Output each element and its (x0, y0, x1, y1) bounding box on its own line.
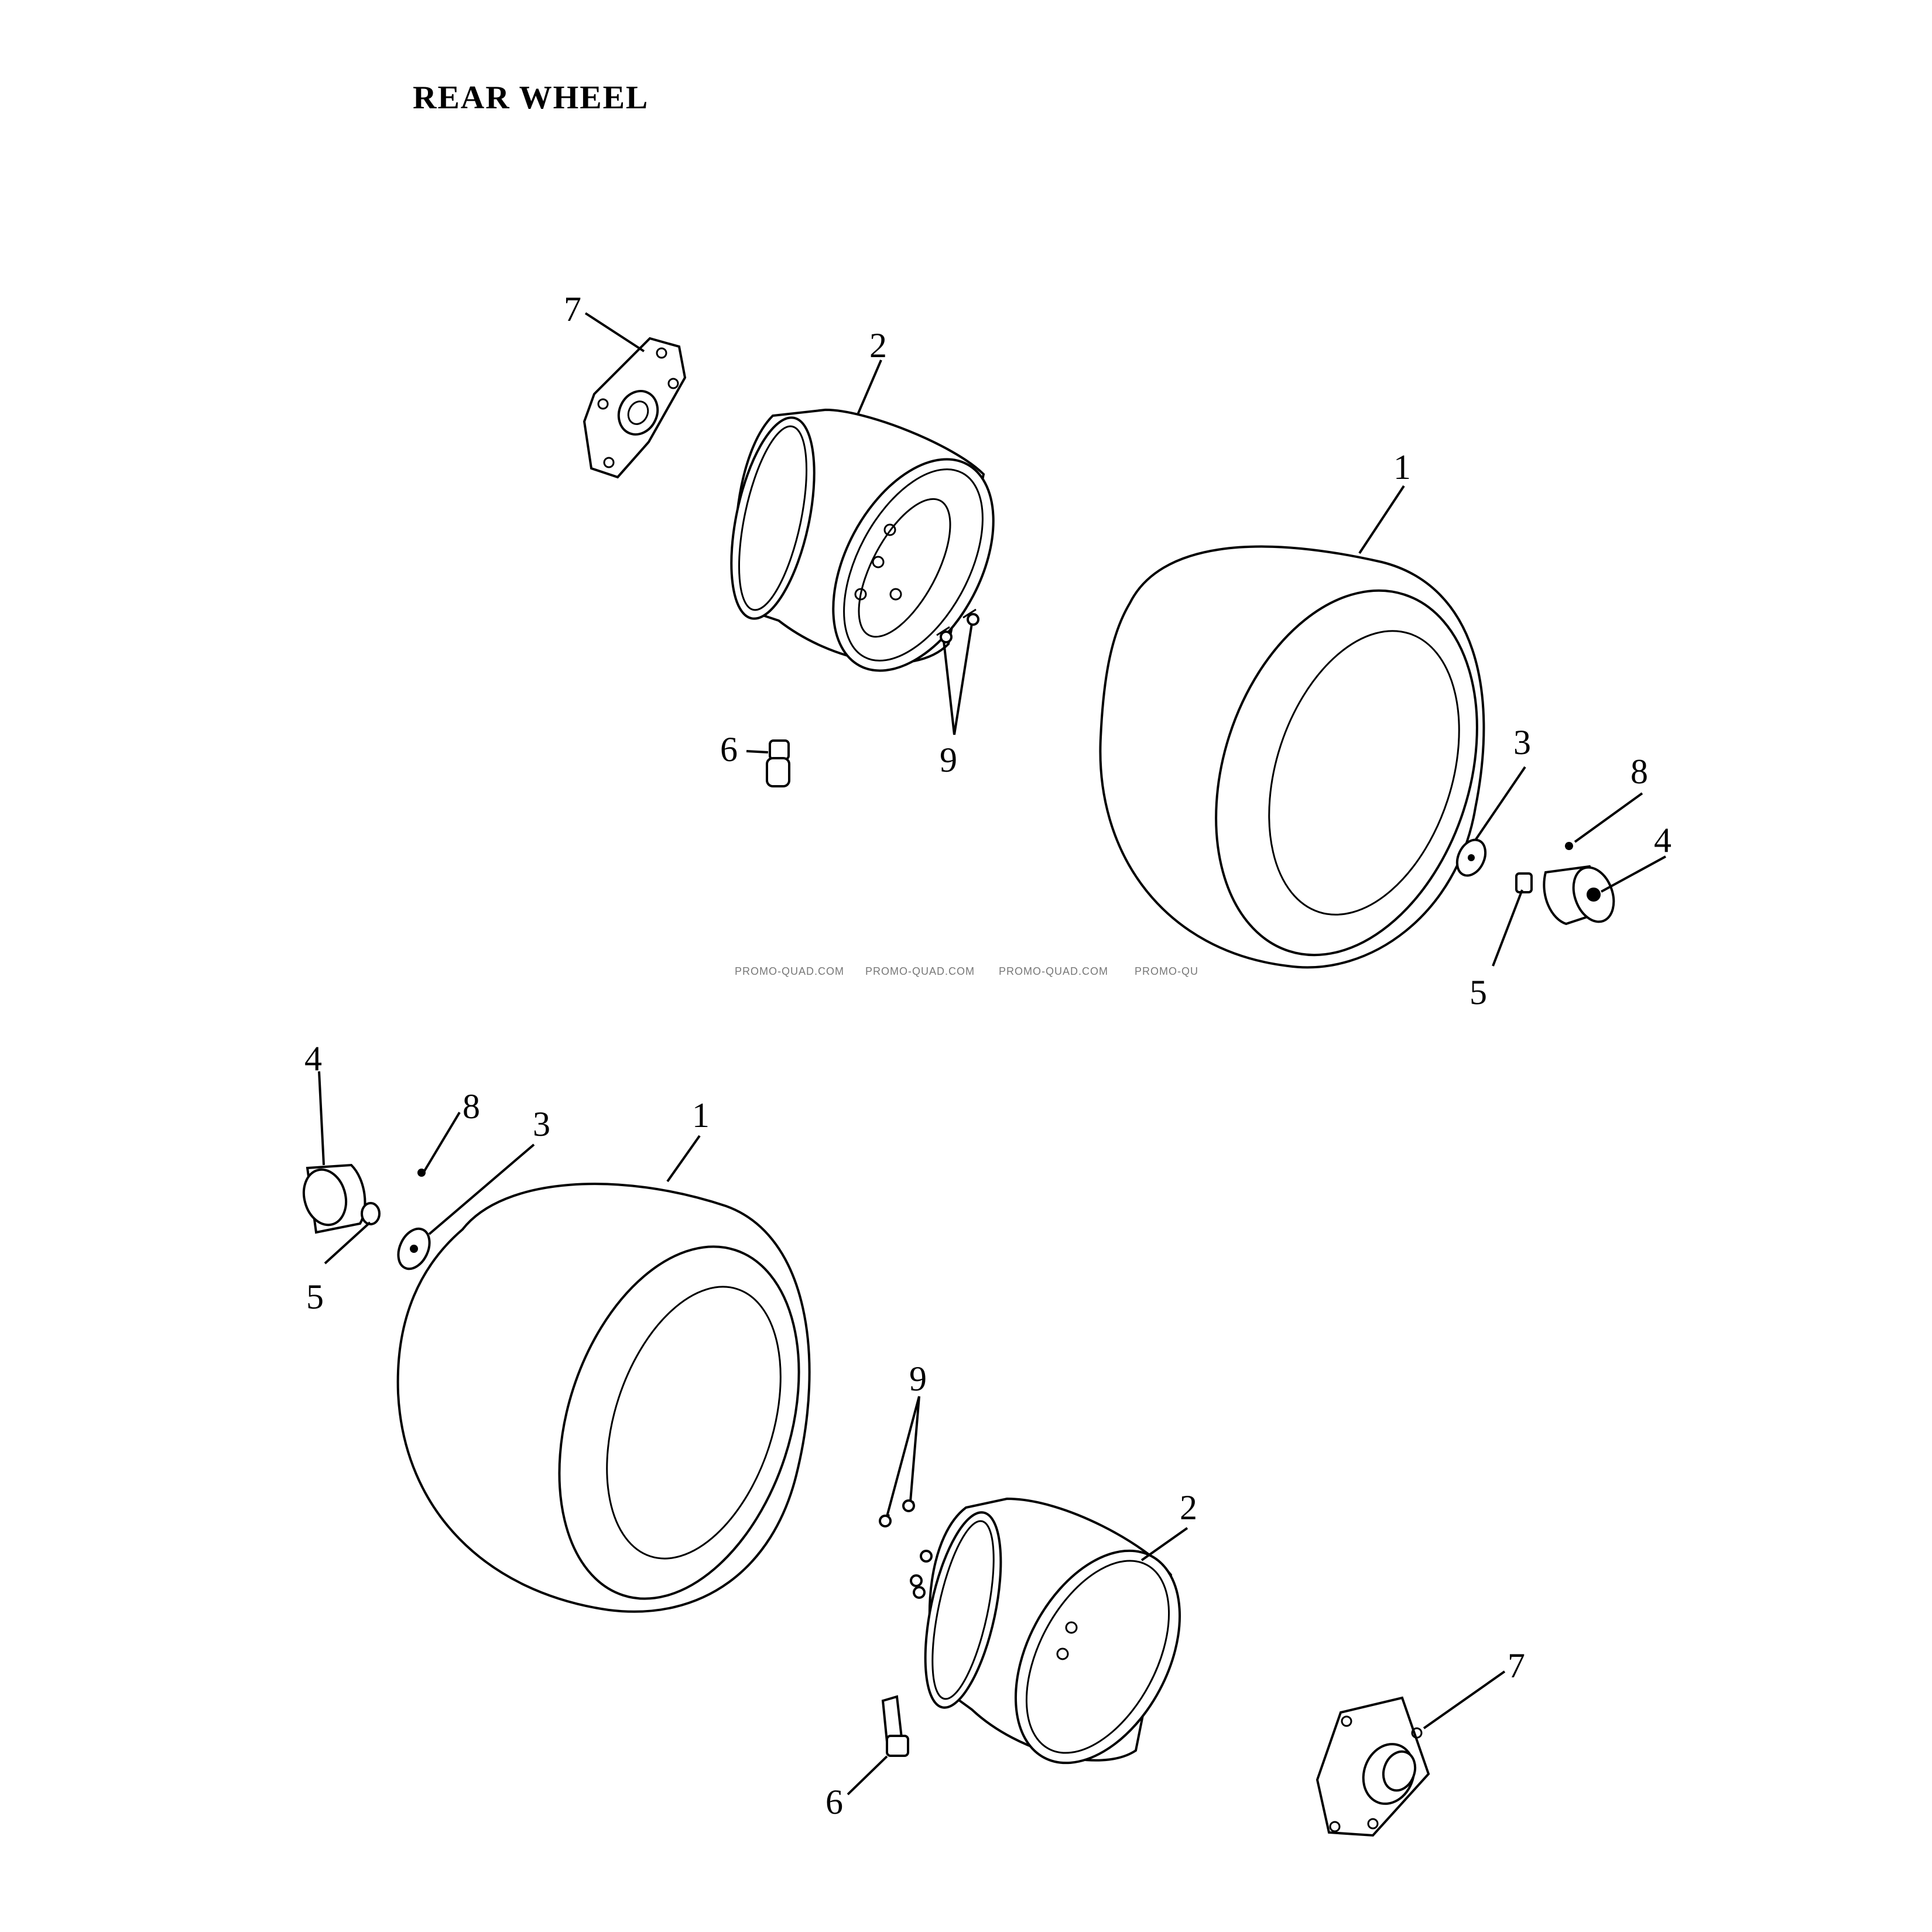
callout-9-upper: 9 (940, 741, 957, 779)
callout-4-upper: 4 (1654, 821, 1671, 859)
callout-1-upper: 1 (1393, 448, 1411, 487)
callout-2-lower: 2 (1180, 1488, 1197, 1527)
hub-flange-lower (1316, 1696, 1430, 1837)
pin-lower (417, 1169, 426, 1177)
callout-2-upper: 2 (869, 326, 887, 365)
watermark-4: PROMO-QU (1135, 965, 1198, 977)
nut-upper (1515, 872, 1533, 893)
rim-upper (730, 408, 995, 672)
valve-lower (881, 1695, 909, 1757)
cap-lower (302, 1163, 366, 1234)
valve-upper (766, 739, 790, 787)
nut-lower (361, 1202, 381, 1225)
callout-5-lower: 5 (306, 1277, 324, 1316)
callout-7-upper: 7 (564, 290, 581, 328)
watermark-2: PROMO-QUAD.COM (865, 965, 975, 977)
rim-lower (910, 1497, 1181, 1765)
callout-4-lower: 4 (304, 1039, 322, 1078)
callout-5-upper: 5 (1469, 973, 1487, 1012)
callout-8-lower: 8 (463, 1087, 480, 1126)
watermark: PROMO-QUAD.COM PROMO-QUAD.COM PROMO-QUAD… (735, 965, 1198, 977)
cap-upper (1543, 865, 1615, 926)
tire-lower (396, 1183, 811, 1613)
callout-6-lower: 6 (825, 1783, 843, 1821)
hub-flange-upper (583, 337, 687, 479)
watermark-3: PROMO-QUAD.COM (999, 965, 1108, 977)
page-title: REAR WHEEL (413, 80, 649, 116)
washer-hole-lower (410, 1245, 418, 1253)
washer-hole-upper (1468, 854, 1475, 861)
callout-3-lower: 3 (533, 1105, 550, 1143)
bolts-lower (879, 1499, 915, 1527)
callout-3-upper: 3 (1513, 723, 1531, 762)
watermark-1: PROMO-QUAD.COM (735, 965, 844, 977)
callout-6-upper: 6 (720, 730, 738, 769)
callout-8-upper: 8 (1630, 752, 1648, 791)
pin-upper (1565, 842, 1573, 850)
lower-assembly: 4 8 3 1 5 9 2 7 6 (302, 1039, 1525, 1837)
bolts-upper (936, 608, 979, 643)
tire-upper (1099, 545, 1485, 969)
upper-assembly: 7 2 1 3 8 4 5 6 9 (564, 290, 1671, 1012)
callout-9-lower: 9 (909, 1359, 927, 1398)
callout-7-lower: 7 (1508, 1646, 1525, 1685)
callout-1-lower: 1 (692, 1096, 710, 1135)
